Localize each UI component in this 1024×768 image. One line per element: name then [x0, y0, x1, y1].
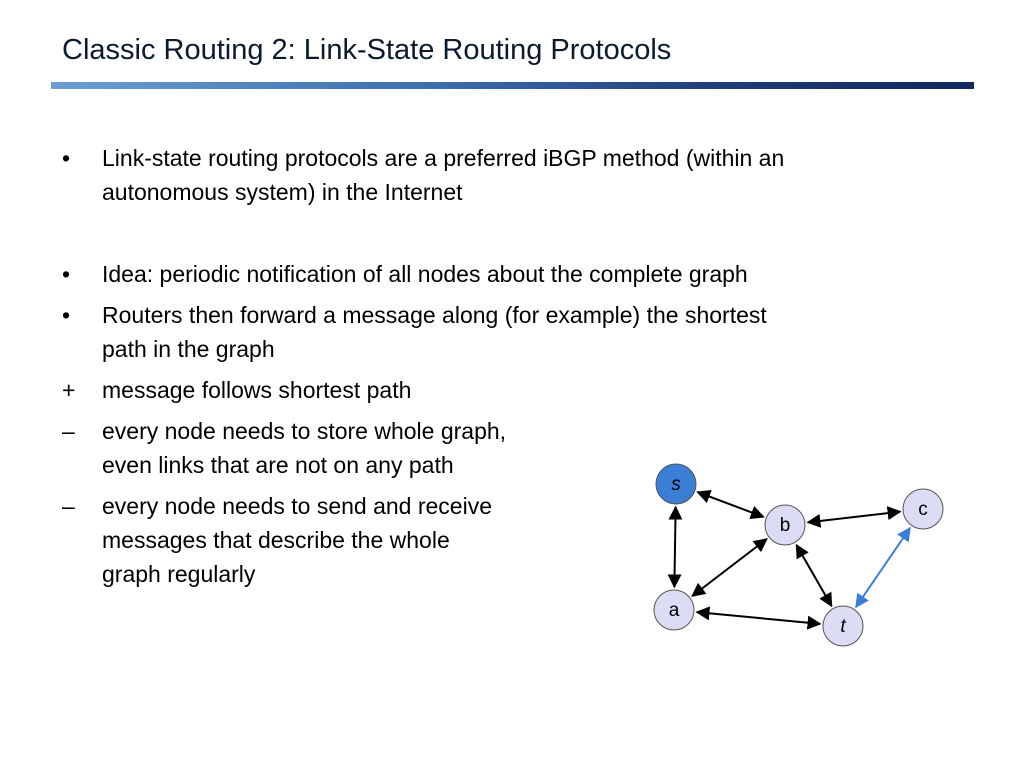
graph-node-a: a: [653, 589, 695, 631]
node-circle: [653, 589, 695, 631]
bullet-text-line: message follows shortest path: [102, 377, 412, 403]
bullet-text-line: every node needs to send and receive: [102, 493, 492, 519]
network-graph-diagram: s b c a t: [653, 463, 944, 647]
node-label: b: [780, 515, 791, 536]
node-circle: [822, 605, 864, 647]
bullet-text-line: graph regularly: [102, 561, 256, 587]
node-label: t: [840, 616, 846, 637]
edge-s-b: [696, 489, 765, 520]
edge-s-a: [667, 505, 683, 589]
node-circle: [655, 463, 697, 505]
bullet-text-line: messages that describe the whole: [102, 527, 450, 553]
node-label: a: [669, 600, 680, 621]
bullet-text-line: path in the graph: [102, 336, 275, 362]
edge-b-t: [795, 543, 833, 608]
bullet-text-line: Routers then forward a message along (fo…: [102, 302, 767, 328]
slide-title: Classic Routing 2: Link-State Routing Pr…: [62, 34, 672, 66]
bullet-marker: •: [62, 145, 71, 171]
graph-node-c: c: [902, 488, 944, 530]
bullet-text-line: Idea: periodic notification of all nodes…: [102, 261, 748, 287]
edge-b-c: [806, 506, 902, 528]
node-label: s: [671, 474, 681, 495]
bullet-marker: •: [62, 302, 71, 328]
bullet-text-line: every node needs to store whole graph,: [102, 418, 507, 444]
title-underline-bar: [51, 82, 974, 89]
edge-b-a: [691, 538, 768, 597]
graph-node-b: b: [764, 504, 806, 546]
edge-c-t: [855, 526, 911, 609]
node-circle: [902, 488, 944, 530]
graph-nodes: s b c a t: [653, 463, 944, 647]
bullet-text-line: autonomous system) in the Internet: [102, 179, 463, 205]
bullet-text-line: even links that are not on any path: [102, 452, 454, 478]
graph-edges: [667, 489, 911, 630]
bullet-marker: •: [62, 261, 71, 287]
con-marker: –: [62, 493, 75, 519]
node-label: c: [918, 499, 928, 520]
graph-node-s: s: [655, 463, 697, 505]
bullet-text-line: Link-state routing protocols are a prefe…: [102, 145, 785, 171]
con-marker: –: [62, 418, 75, 444]
pro-marker: +: [62, 377, 76, 403]
graph-node-t: t: [822, 605, 864, 647]
node-circle: [764, 504, 806, 546]
edge-a-t: [695, 606, 822, 630]
